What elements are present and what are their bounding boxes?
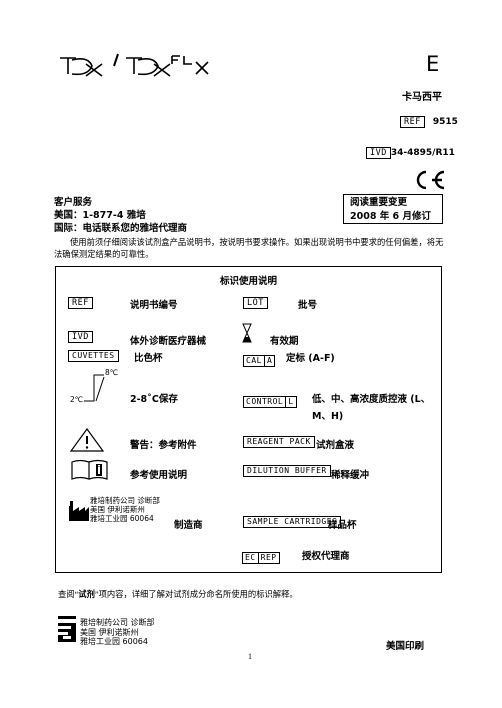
symbol-legend: 标识使用说明 REF 说明书编号 LOT 批号 IVD 体外诊断医疗器械 有效期… (55, 266, 442, 573)
footer-address-line3: 雅培工业园 60064 (80, 637, 148, 646)
temperature-limit-icon (84, 374, 105, 402)
footer-address-line1: 雅培制药公司 诊断部 (80, 618, 155, 627)
warning-icon (70, 428, 104, 452)
legend-ref-label: 说明书编号 (130, 300, 178, 311)
legend-cal-label: 定标 (A-F) (286, 353, 335, 364)
legend-control-label: 低、中、高浓度质控液 (L、 (312, 394, 431, 405)
ref-symbol: REF (400, 116, 425, 128)
legend-lot-label: 批号 (298, 300, 318, 311)
legend-manual-label: 参考使用说明 (130, 470, 188, 481)
footer-address: 雅培制药公司 诊断部 美国 伊利诺斯州 雅培工业园 60064 (80, 618, 155, 647)
customer-service-title: 客户服务 (54, 197, 93, 208)
manufacturer-address-line2: 美国 伊利诺斯州 (90, 505, 145, 514)
legend-cal-variant: A (264, 355, 276, 367)
intro-paragraph: 使用前须仔细阅读该试剂盒产品说明书，按说明书要求操作。如果出现说明书中要求的任何… (54, 238, 444, 259)
legend-reagent-label: 试剂盒液 (316, 440, 355, 451)
legend-sample-symbol: SAMPLE CARTRIDGES (243, 516, 342, 528)
legend-control-code: CONTROL (243, 396, 287, 408)
revision-notice-line2: 2008 年 6 月修订 (350, 211, 431, 222)
legend-dilution-label: 稀释缓冲 (331, 470, 370, 481)
printed-in: 美国印刷 (386, 641, 425, 652)
manufacturer-address: 雅培制药公司 诊断部 美国 伊利诺斯州 雅培工业园 60064 (90, 496, 160, 523)
variant-letter: E (426, 52, 440, 76)
legend-warning-label: 警告：参考附件 (130, 440, 197, 451)
legend-ref-symbol: REF (68, 297, 93, 309)
legend-ivd-symbol: IVD (68, 331, 93, 343)
legend-ecrep-code: EC (242, 552, 259, 564)
legend-control-variant: L (286, 396, 297, 408)
customer-service-usa: 美国：1-877-4 雅培 (54, 210, 146, 221)
temp-upper-label: 8℃ (105, 368, 119, 377)
reagents-note-post: ”项内容，详细了解对试剂成分命名所使用的标识解释。 (94, 590, 298, 599)
legend-manufacturer-label: 制造商 (174, 520, 203, 531)
ref-row: REF 9515 (400, 111, 458, 129)
legend-cal-code: CAL (243, 355, 265, 367)
manufacturer-icon (69, 501, 89, 521)
legend-ecrep-label: 授权代理商 (302, 551, 350, 562)
reagents-note-pre: 查阅“ (58, 590, 79, 599)
temp-lower-label: 2℃ (70, 395, 84, 404)
legend-ecrep-variant: REP (258, 552, 280, 564)
legend-ivd-label: 体外诊断医疗器械 (130, 336, 207, 347)
revision-notice-line1: 阅读重要变更 (350, 197, 408, 208)
footer-address-line2: 美国 伊利诺斯州 (80, 627, 139, 637)
legend-control-label-cont: M、H) (312, 411, 344, 422)
page-number: 1 (248, 652, 252, 661)
tdx-logo (60, 53, 209, 77)
manufacturer-address-line3: 雅培工业园 60064 (90, 514, 154, 523)
customer-service: 客户服务 美国：1-877-4 雅培 国际：电话联系您的雅培代理商 (54, 196, 187, 235)
legend-dilution-symbol: DILUTION BUFFER (243, 465, 331, 477)
drug-name: 卡马西平 (402, 92, 442, 103)
abbott-logo-icon (58, 616, 76, 642)
customer-service-intl: 国际：电话联系您的雅培代理商 (54, 223, 188, 234)
revision-notice: 阅读重要变更 2008 年 6 月修订 (343, 194, 443, 224)
reagents-note: 查阅“试剂”项内容，详细了解对试剂成分命名所使用的标识解释。 (58, 588, 298, 600)
legend-reagent-symbol: REAGENT PACK (243, 436, 315, 448)
legend-lot-symbol: LOT (243, 297, 268, 309)
legend-cuvettes-label: 比色杯 (134, 353, 163, 364)
legend-title: 标识使用说明 (219, 276, 277, 287)
ivd-symbol: IVD (366, 147, 391, 159)
ivd-number: 34-4895/R11 (390, 148, 455, 158)
legend-cuvettes-symbol: CUVETTES (68, 350, 119, 362)
manufacturer-address-line1: 雅培制药公司 诊断部 (90, 496, 160, 505)
reagents-note-bold: 试剂 (78, 589, 95, 599)
ce-mark-icon (416, 170, 445, 190)
hourglass-icon (242, 323, 252, 343)
ref-number: 9515 (432, 117, 458, 127)
instructions-book-icon (71, 459, 108, 480)
legend-expiry-label: 有效期 (270, 336, 299, 347)
legend-storage-label: 2-8˚C保存 (130, 394, 178, 405)
legend-sample-label: 样品杯 (328, 520, 357, 531)
